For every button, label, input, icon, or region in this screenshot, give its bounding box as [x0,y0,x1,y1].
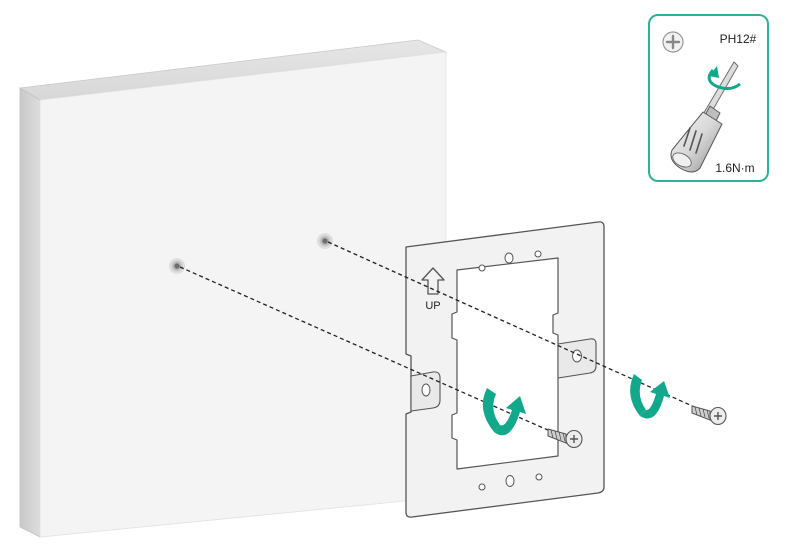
tool-inset: PH12# 1.6N·m [648,14,769,182]
wall-face [39,51,447,538]
screw-icon [547,428,583,449]
up-arrow-icon [421,267,445,295]
alignment-lines [179,241,711,440]
rotate-arrow-icon [482,388,526,436]
screw-icon [691,405,727,426]
wall-left-edge [19,87,41,538]
torque-label: 1.6N·m [715,161,754,175]
tool-inset-frame [648,14,769,182]
screwdriver-icon [670,61,739,173]
mounting-bracket: UP [405,221,605,518]
phillips-screw-icon [662,31,684,53]
bracket-opening [451,257,559,470]
screwdriver-bit-label: PH12# [720,32,757,46]
wall-panel [18,39,448,538]
bracket-left-tab [410,371,441,412]
bracket-right-tab [557,338,597,379]
rotate-arrow-icon [630,374,670,419]
bracket-up-label: UP [425,300,440,312]
wall-anchor-left [169,258,185,274]
wall-anchor-right [317,233,333,249]
rotate-arrow-icon [707,66,741,91]
